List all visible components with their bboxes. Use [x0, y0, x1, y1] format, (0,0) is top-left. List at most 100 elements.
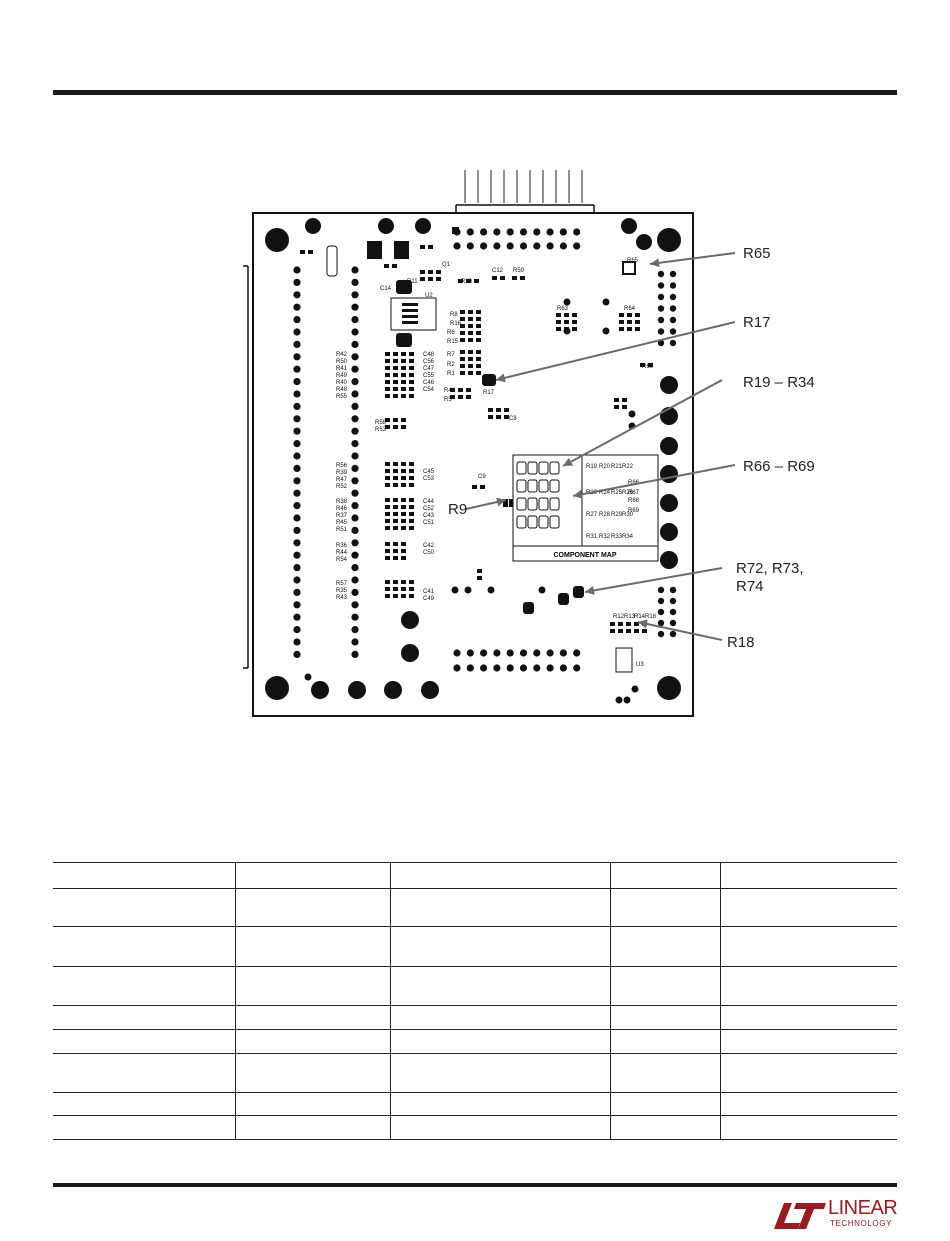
callout-arrow-r17 [495, 321, 736, 381]
callout-arrow-r18 [637, 621, 723, 641]
capacitor-bank [401, 556, 406, 560]
resistor-bank [468, 317, 473, 321]
resistor-bank [401, 425, 406, 429]
mounting-hole [657, 228, 681, 252]
silkscreen-label: R50 [336, 359, 348, 365]
pin-column-left [293, 514, 301, 522]
linear-technology-logo: LINEAR TECHNOLOGY [770, 1197, 900, 1233]
capacitor-bank [409, 505, 414, 509]
lt-logo-icon [774, 1203, 826, 1229]
capacitor-bank [409, 380, 414, 384]
resistor-bank [460, 357, 465, 361]
resistor-bank [476, 350, 481, 354]
pin-column-left [293, 464, 301, 472]
resistor-bank [564, 320, 569, 324]
header-footprint [453, 242, 461, 250]
pin-column-left [293, 365, 301, 373]
silkscreen-label: R64 [624, 306, 636, 312]
silkscreen-label: C52 [423, 506, 435, 512]
silkscreen-label: U2 [425, 293, 433, 299]
silkscreen-label: R60 [642, 364, 654, 370]
capacitor-bank [385, 556, 390, 560]
pad [660, 376, 678, 394]
capacitor-bank [409, 519, 414, 523]
resistor-bank [488, 415, 493, 419]
ic-u2 [390, 297, 437, 331]
capacitor-bank [385, 359, 390, 363]
capacitor-bank [401, 512, 406, 516]
pin-column-right [351, 526, 359, 534]
pad [636, 234, 652, 250]
silkscreen-label: R36 [336, 543, 348, 549]
via [538, 586, 546, 594]
pin-column-right [351, 601, 359, 609]
pin-column-right [351, 613, 359, 621]
pin-column-left [293, 526, 301, 534]
capacitor-bank [393, 483, 398, 487]
capacitor-c14 [396, 280, 412, 294]
component-map-pad [516, 515, 527, 529]
header-footprint [546, 242, 554, 250]
capacitor-bank [401, 387, 406, 391]
silkscreen-label: R7 [447, 352, 455, 358]
resistor-bank [476, 364, 481, 368]
pin-column-right [351, 390, 359, 398]
silkscreen-label: C47 [423, 366, 435, 372]
component-map-pad [549, 515, 560, 529]
right-pins [657, 339, 665, 347]
capacitor-bank [401, 526, 406, 530]
component-map-label: COMPONENT MAP [554, 552, 617, 559]
capacitor-bank [409, 476, 414, 480]
capacitor-bank [393, 498, 398, 502]
silkscreen-label: R47 [336, 477, 348, 483]
header-footprint [559, 242, 567, 250]
component-map-designator: R32 [599, 534, 611, 540]
header-footprint [493, 242, 501, 250]
capacitor-bank [385, 542, 390, 546]
header-footprint [452, 227, 459, 234]
capacitor-bank [393, 373, 398, 377]
resistor [392, 264, 397, 268]
bottom-header [453, 664, 461, 672]
resistor-bank [610, 629, 615, 633]
bottom-header [559, 649, 567, 657]
resistor-bank [450, 388, 455, 392]
pin-column-left [293, 402, 301, 410]
pad [378, 218, 394, 234]
pin-column-right [351, 502, 359, 510]
callout-r72-r74-line1: R72, R73, [736, 560, 804, 577]
capacitor-bank [385, 512, 390, 516]
transistor [436, 277, 441, 281]
table-row [53, 966, 897, 1006]
resistor-bank [642, 629, 647, 633]
table-row [53, 1029, 897, 1054]
resistor-bank [627, 313, 632, 317]
pad [384, 681, 402, 699]
pin-column-right [351, 440, 359, 448]
bottom-header [546, 664, 554, 672]
resistor [384, 264, 389, 268]
silkscreen-label: R37 [336, 513, 348, 519]
capacitor-bank [401, 594, 406, 598]
callout-arrow-r65-head [650, 258, 660, 268]
bottom-header [573, 664, 581, 672]
resistor-bank [468, 350, 473, 354]
capacitor-bank [401, 352, 406, 356]
capacitor-bank [409, 483, 414, 487]
capacitor [500, 276, 505, 280]
component-map-designator: R33 [611, 534, 623, 540]
pin-column-left [293, 564, 301, 572]
silkscreen-label: C55 [423, 373, 435, 379]
silkscreen-label: C49 [423, 596, 435, 602]
bottom-header [519, 649, 528, 657]
component-map-pad [538, 479, 549, 493]
silkscreen-label: R35 [336, 588, 348, 594]
component-map-designator: R29 [611, 512, 623, 518]
via [451, 586, 459, 594]
capacitor-bank [409, 580, 414, 584]
pin-column-right [351, 539, 359, 547]
capacitor-bank [409, 366, 414, 370]
transistor [420, 277, 425, 281]
resistor-bank [619, 327, 624, 331]
resistor-bank [468, 324, 473, 328]
